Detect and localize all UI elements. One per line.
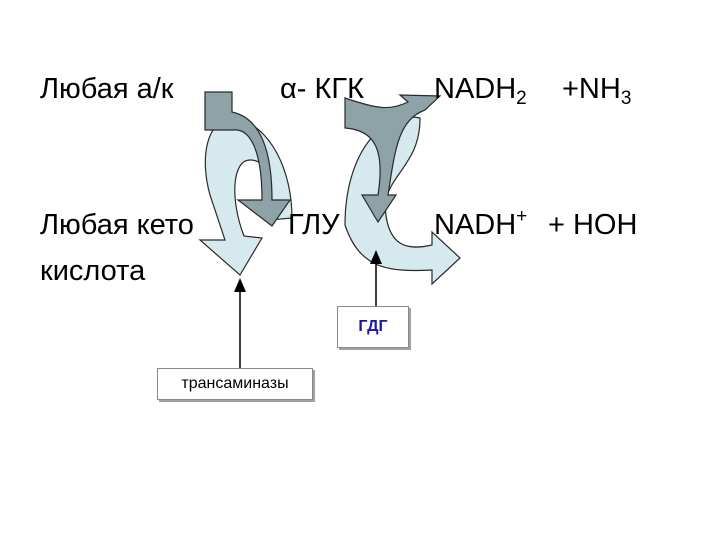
- nadh2-label: NADH2: [434, 73, 527, 109]
- light-curved-arrow-right: [344, 116, 461, 286]
- alpha-ketoglutarate-label: α- КГК: [280, 73, 364, 105]
- hoh-label: + HOH: [548, 209, 638, 241]
- nadh-plus-label: NADH+: [434, 206, 528, 241]
- any-amino-acid-label: Любая а/к: [40, 73, 174, 105]
- gdg-enzyme-box: ГДГ: [337, 306, 409, 348]
- gdg-pointer-head: [370, 250, 382, 264]
- glutamate-label: ГЛУ: [288, 209, 340, 241]
- light-curved-arrow-left: [198, 117, 293, 276]
- transaminases-pointer-head: [234, 278, 246, 292]
- transaminases-enzyme-box: трансаминазы: [157, 368, 313, 400]
- nh3-label: +NH3: [562, 73, 632, 109]
- any-keto-acid-label-line2: кислота: [40, 255, 146, 287]
- any-keto-acid-label-line1: Любая кето: [40, 209, 194, 241]
- dark-curved-arrow-right: [344, 94, 442, 224]
- dark-curved-arrow-left: [204, 91, 292, 227]
